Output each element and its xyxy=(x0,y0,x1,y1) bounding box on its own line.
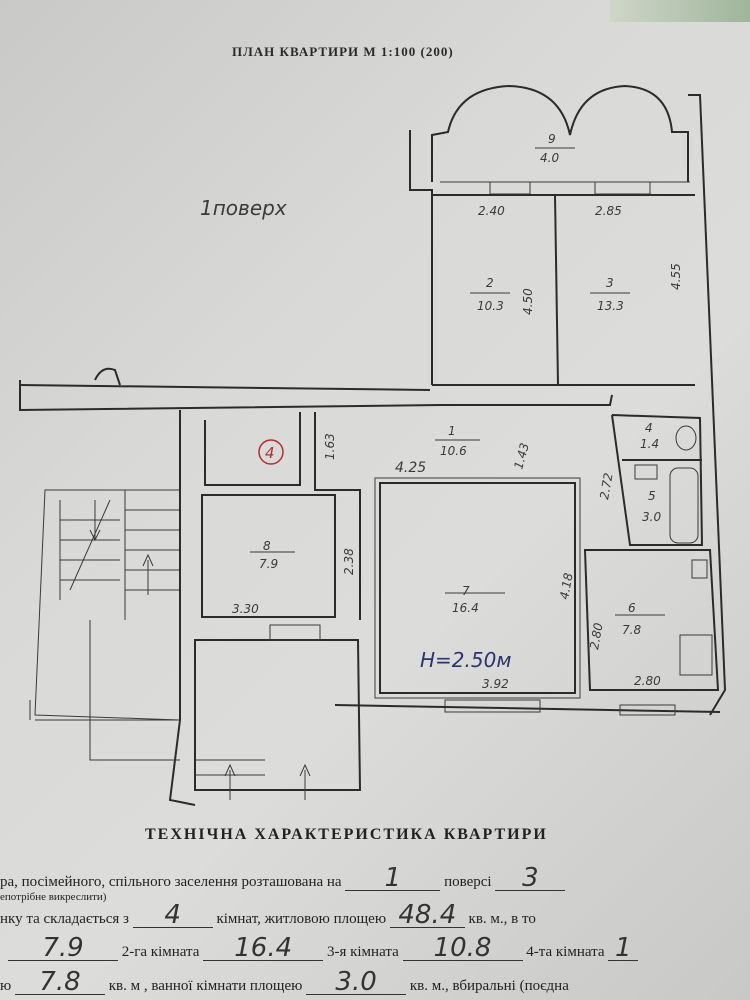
dim-label: 1.63 xyxy=(323,433,337,460)
floor-plan: 1поверх 4 H=2.50м 9 4.0 2 10.3 3 13.3 1 … xyxy=(19,84,727,806)
circled-mark-ring xyxy=(258,439,284,465)
kitchen-area-value: 7.8 xyxy=(14,969,105,995)
tech-text: 3-я кімната xyxy=(326,944,399,960)
tech-line-4: 7.9 2-га кімната 16.4 3-я кімната 10.8 4… xyxy=(8,935,639,961)
room-2-area: 10.3 xyxy=(477,299,504,313)
tech-line-1: ра, посімейного, спільного заселення роз… xyxy=(0,865,566,891)
room-9-number: 9 xyxy=(548,132,556,146)
dimension-labels: 2.40 2.85 4.50 4.55 4.25 1.43 2.72 4.18 … xyxy=(232,204,683,691)
tech-title: ТЕХНІЧНА ХАРАКТЕРИСТИКА КВАРТИРИ xyxy=(145,826,548,843)
room-7-area: 16.4 xyxy=(452,601,479,615)
room-3-area: 13.3 xyxy=(597,299,624,313)
dim-label: 2.38 xyxy=(342,548,356,575)
walls xyxy=(19,94,727,806)
bath-area-value: 3.0 xyxy=(306,969,407,995)
room-6-number: 6 xyxy=(628,601,636,615)
room-1-area: 10.6 xyxy=(440,444,467,458)
balcony xyxy=(431,84,690,195)
room-7-number: 7 xyxy=(462,584,470,598)
room-3-number: 3 xyxy=(606,276,614,290)
room-2-number: 2 xyxy=(486,276,494,290)
dim-label: 2.80 xyxy=(634,674,661,688)
circled-mark: 4 xyxy=(265,444,275,462)
room-8-number: 8 xyxy=(263,539,271,553)
rooms-count-value: 4 xyxy=(132,902,213,928)
tech-line-2: епотрібне викреслити) xyxy=(0,891,107,903)
floors-value: 3 xyxy=(495,865,566,891)
room-4-number: 4 xyxy=(645,421,653,435)
room-4-area: 1.4 xyxy=(640,437,659,451)
plan-title: ПЛАН КВАРТИРИ М 1:100 (200) xyxy=(232,44,454,59)
dim-label: 2.80 xyxy=(587,621,605,650)
room-dividers xyxy=(250,147,665,616)
living-area-value: 48.4 xyxy=(389,902,465,928)
dim-label: 4.55 xyxy=(669,263,683,290)
dim-label: 3.30 xyxy=(232,602,259,616)
tech-text: кімнат, житловою площею xyxy=(216,911,387,927)
tech-text: 4-та кімната xyxy=(526,944,605,960)
room-4-area-value: 1 xyxy=(608,935,639,961)
floor-note: 1поверх xyxy=(200,196,287,220)
room-1-number: 1 xyxy=(448,424,456,438)
room-8-area: 7.9 xyxy=(259,557,278,571)
dim-label: 2.40 xyxy=(478,204,505,218)
background-corner xyxy=(610,0,750,22)
tech-line-3: нку та складається з 4 кімнат, житловою … xyxy=(0,902,536,928)
room-5-area: 3.0 xyxy=(642,510,661,524)
tech-text: кв. м., вбиральні (поєдна xyxy=(409,978,569,994)
dim-label: 3.92 xyxy=(482,677,509,691)
room-1-area-value: 7.9 xyxy=(8,935,118,961)
dim-label: 1.43 xyxy=(511,441,531,470)
room-5-number: 5 xyxy=(648,489,656,503)
floor-value: 1 xyxy=(345,865,441,891)
tech-text: 2-га кімната xyxy=(121,944,200,960)
dim-label: 4.18 xyxy=(557,571,575,600)
room-9-area: 4.0 xyxy=(540,151,559,165)
room-6-area: 7.8 xyxy=(622,623,641,637)
tech-text: кв. м , ванної кімнати площею xyxy=(108,978,303,994)
tech-text: кв. м., в то xyxy=(468,911,536,927)
room-labels: 9 4.0 2 10.3 3 13.3 1 10.6 4 1.4 5 3.0 6… xyxy=(259,132,661,637)
room-3-area-value: 10.8 xyxy=(402,935,523,961)
height-note: H=2.50м xyxy=(420,648,511,672)
tech-text: ра, посімейного, спільного заселення роз… xyxy=(0,874,342,890)
dim-label: 2.72 xyxy=(597,472,615,501)
dim-label: 4.25 xyxy=(395,460,426,476)
dim-label: 2.85 xyxy=(595,204,622,218)
tech-text: поверсі xyxy=(444,874,492,890)
room-2-area-value: 16.4 xyxy=(203,935,324,961)
tech-text: нку та складається з xyxy=(0,911,129,927)
tech-text: ю xyxy=(0,978,12,994)
tech-line-5: ю 7.8 кв. м , ванної кімнати площею 3.0 … xyxy=(0,969,569,995)
dim-label: 4.50 xyxy=(521,288,535,315)
